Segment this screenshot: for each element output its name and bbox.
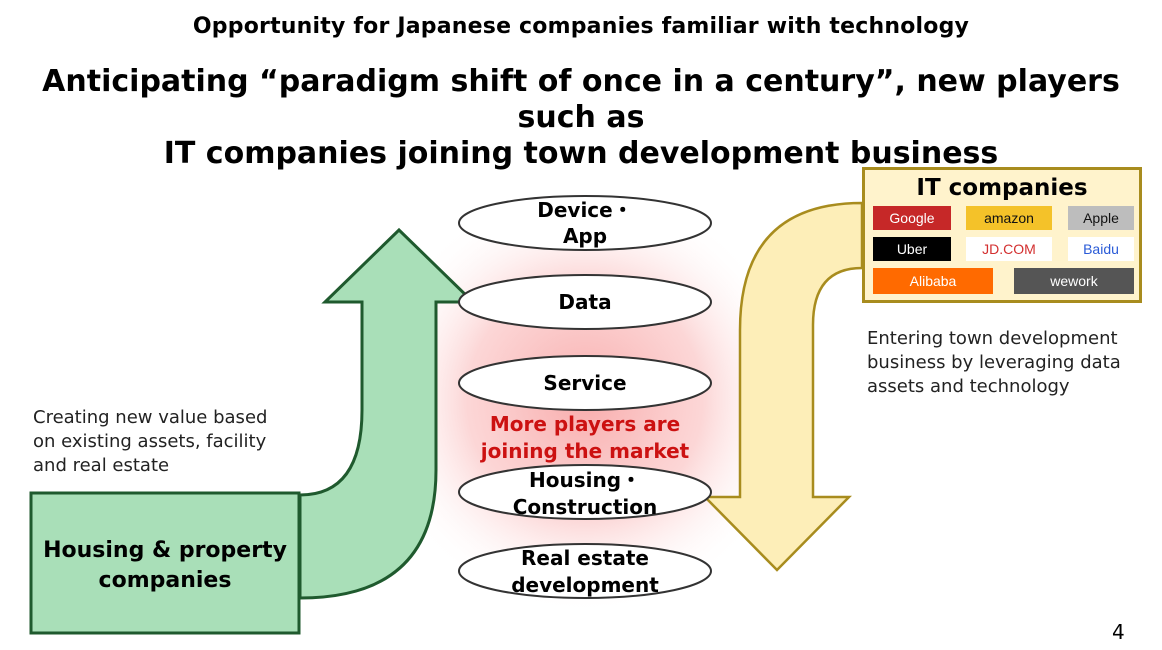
headline-line-2: IT companies joining town development bu… — [163, 136, 999, 171]
housing-property-box — [29, 491, 301, 635]
logo-uber: Uber — [873, 237, 951, 261]
right-note-line-3: assets and technology — [867, 376, 1070, 397]
headline-line-1: Anticipating “paradigm shift of once in … — [42, 64, 1120, 135]
it-companies-title: IT companies — [916, 175, 1088, 201]
right-note: Entering town development business by le… — [867, 327, 1157, 399]
layer-data-label: Data — [558, 290, 611, 314]
yellow-descending-arrow — [702, 201, 864, 572]
slide-headline: Anticipating “paradigm shift of once in … — [0, 64, 1162, 172]
right-note-line-2: business by leveraging data — [867, 352, 1121, 373]
logo-baidu: Baidu — [1068, 237, 1134, 261]
left-note-line-2: on existing assets, facility — [33, 431, 267, 452]
housing-property-label-2: companies — [99, 568, 232, 593]
left-note: Creating new value based on existing ass… — [33, 406, 313, 478]
layer-housing-construction: Housing・ Construction — [458, 464, 712, 520]
page-number: 4 — [1112, 620, 1125, 644]
housing-property-label-1: Housing & property — [43, 538, 287, 563]
green-rising-arrow — [298, 227, 477, 600]
layer-housing-construction-line-2: Construction — [513, 495, 657, 519]
layer-device-app: Device・ App — [458, 195, 712, 251]
callout-more-players-1: More players are — [490, 412, 680, 436]
layer-real-estate-line-1: Real estate — [521, 546, 649, 570]
left-note-line-3: and real estate — [33, 455, 170, 476]
logo-amazon: amazon — [966, 206, 1052, 230]
it-companies-box: IT companies Google amazon Apple Uber JD… — [862, 167, 1142, 303]
logo-jdcom: JD.COM — [966, 237, 1052, 261]
logo-wework: wework — [1014, 268, 1134, 294]
logo-alibaba: Alibaba — [873, 268, 993, 294]
layer-housing-construction-line-1: Housing・ — [529, 468, 641, 492]
logo-google: Google — [873, 206, 951, 230]
left-note-line-1: Creating new value based — [33, 407, 268, 428]
right-note-line-1: Entering town development — [867, 328, 1118, 349]
layer-device-app-line-1: Device・ — [537, 198, 632, 222]
layer-service-label: Service — [543, 371, 626, 395]
layer-service: Service — [458, 355, 712, 411]
slide-subtitle: Opportunity for Japanese companies famil… — [192, 14, 970, 39]
layer-data: Data — [458, 274, 712, 330]
layer-real-estate: Real estate development — [458, 543, 712, 599]
layer-device-app-line-2: App — [563, 224, 607, 248]
layer-real-estate-line-2: development — [511, 573, 659, 597]
logo-apple: Apple — [1068, 206, 1134, 230]
callout-more-players-2: joining the market — [480, 439, 690, 463]
